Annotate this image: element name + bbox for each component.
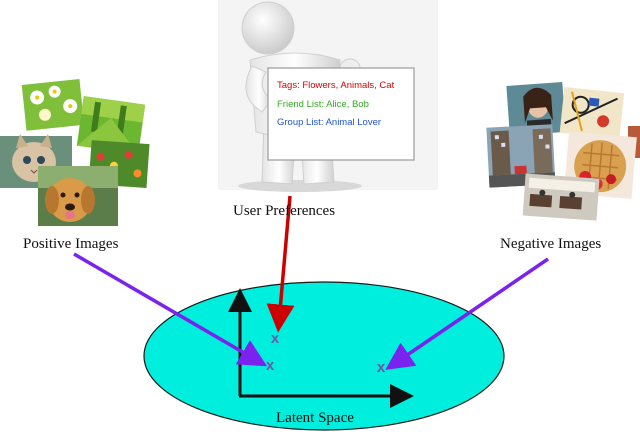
board-group-list: Group List: Animal Lover xyxy=(277,117,382,128)
board-friend-list: Friend List: Alice, Bob xyxy=(277,99,369,110)
user-point-marker: x xyxy=(271,330,280,347)
latent-space-label: Latent Space xyxy=(276,410,354,426)
user-figure-icon xyxy=(218,0,438,192)
golden-retriever-photo xyxy=(38,166,118,226)
positive-images-collage xyxy=(0,78,150,226)
negative-images-label: Negative Images xyxy=(500,236,602,252)
cafe-interior-photo xyxy=(522,173,600,221)
negative-point-marker: x xyxy=(377,359,386,376)
negative-images-arrow xyxy=(385,257,549,370)
board-tags: Tags: Flowers, Animals, Cat xyxy=(277,80,395,91)
flowers-photo xyxy=(21,78,85,131)
abstract-painting-photo xyxy=(559,86,625,140)
positive-point-marker: x xyxy=(266,357,275,374)
negative-images-collage xyxy=(486,82,640,221)
user-preference-arrow xyxy=(266,195,295,333)
user-preferences-label: User Preferences xyxy=(233,203,336,219)
positive-images-label: Positive Images xyxy=(23,236,119,252)
latent-space-ellipse xyxy=(143,281,505,431)
positive-images-arrow xyxy=(73,252,268,367)
